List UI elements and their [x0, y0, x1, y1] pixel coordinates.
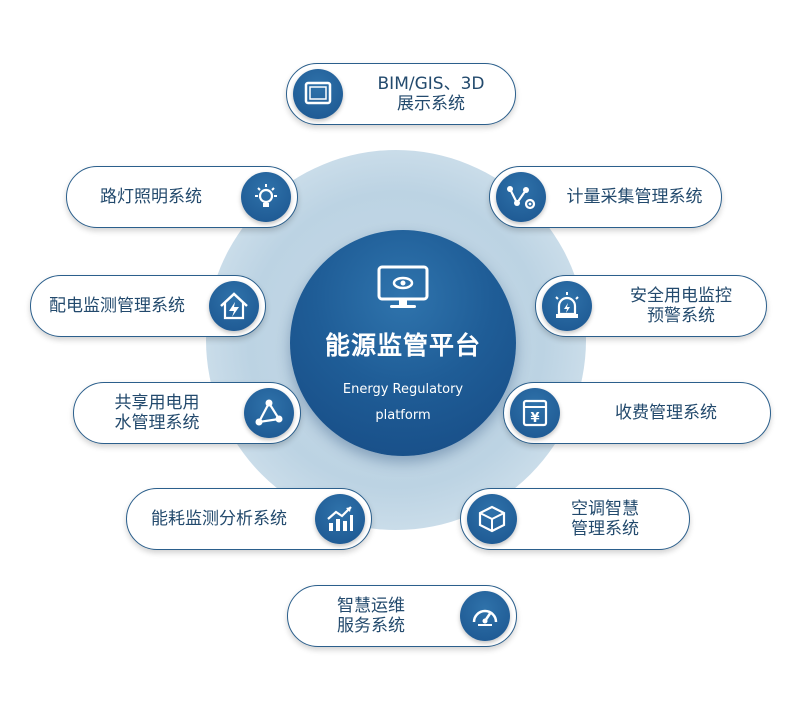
monitor-icon — [304, 81, 332, 105]
module-label: 智慧运维 — [337, 596, 405, 616]
operations-icon-badge — [460, 591, 510, 641]
bim-icon-badge — [293, 69, 343, 119]
hvac-icon-badge — [467, 494, 517, 544]
module-billing[interactable]: ¥ 收费管理系统 — [503, 382, 771, 444]
platform-subtitle-en-line2: platform — [375, 408, 431, 423]
module-label: 预警系统 — [647, 306, 715, 326]
alarm-light-icon — [555, 292, 579, 318]
module-label: 安全用电监控 — [630, 286, 732, 306]
platform-title: 能源监管平台 — [324, 331, 481, 360]
module-electrical-safety[interactable]: 安全用电监控 预警系统 — [535, 275, 767, 337]
module-hvac[interactable]: 空调智慧 管理系统 — [460, 488, 690, 550]
module-label: 路灯照明系统 — [100, 187, 202, 207]
module-bim-gis-3d[interactable]: BIM/GIS、3D 展示系统 — [286, 63, 516, 125]
streetlight-icon-badge — [241, 172, 291, 222]
module-label: 空调智慧 — [571, 499, 639, 519]
module-smart-operations[interactable]: 智慧运维 服务系统 — [287, 585, 517, 647]
billing-icon-badge: ¥ — [510, 388, 560, 438]
module-label: 展示系统 — [397, 94, 465, 114]
distribution-icon-badge — [209, 281, 259, 331]
platform-subtitle-en-line1: Energy Regulatory — [342, 382, 464, 397]
share-nodes-icon — [255, 399, 283, 426]
module-label: 管理系统 — [571, 519, 639, 539]
cube-icon — [478, 505, 506, 533]
svg-text:¥: ¥ — [530, 411, 539, 426]
module-shared-utilities[interactable]: 共享用电用 水管理系统 — [73, 382, 301, 444]
module-label: 计量采集管理系统 — [566, 187, 703, 207]
module-label: 配电监测管理系统 — [49, 296, 185, 316]
module-metering[interactable]: 计量采集管理系统 — [489, 166, 722, 228]
yen-ledger-icon: ¥ — [522, 399, 548, 427]
module-label: 共享用电用 — [114, 393, 200, 413]
module-label: 能耗监测分析系统 — [151, 509, 287, 529]
metering-icon-badge — [496, 172, 546, 222]
house-lightning-icon — [220, 292, 248, 320]
module-street-lighting[interactable]: 路灯照明系统 — [66, 166, 298, 228]
platform-core-circle: 能源监管平台 Energy Regulatory platform — [290, 230, 516, 456]
gauge-icon — [472, 609, 498, 626]
bar-chart-icon — [327, 506, 353, 531]
module-label: 服务系统 — [337, 616, 405, 636]
energy-icon-badge — [315, 494, 365, 544]
module-distribution-monitoring[interactable]: 配电监测管理系统 — [30, 275, 266, 337]
module-label: BIM/GIS、3D — [377, 74, 485, 94]
module-energy-consumption[interactable]: 能耗监测分析系统 — [126, 488, 372, 550]
lightbulb-icon — [255, 184, 277, 207]
module-label: 收费管理系统 — [615, 403, 717, 423]
network-gear-icon — [507, 186, 536, 210]
shared-icon-badge — [244, 388, 294, 438]
monitor-icon — [377, 265, 429, 308]
module-label: 水管理系统 — [114, 413, 200, 433]
safety-icon-badge — [542, 281, 592, 331]
